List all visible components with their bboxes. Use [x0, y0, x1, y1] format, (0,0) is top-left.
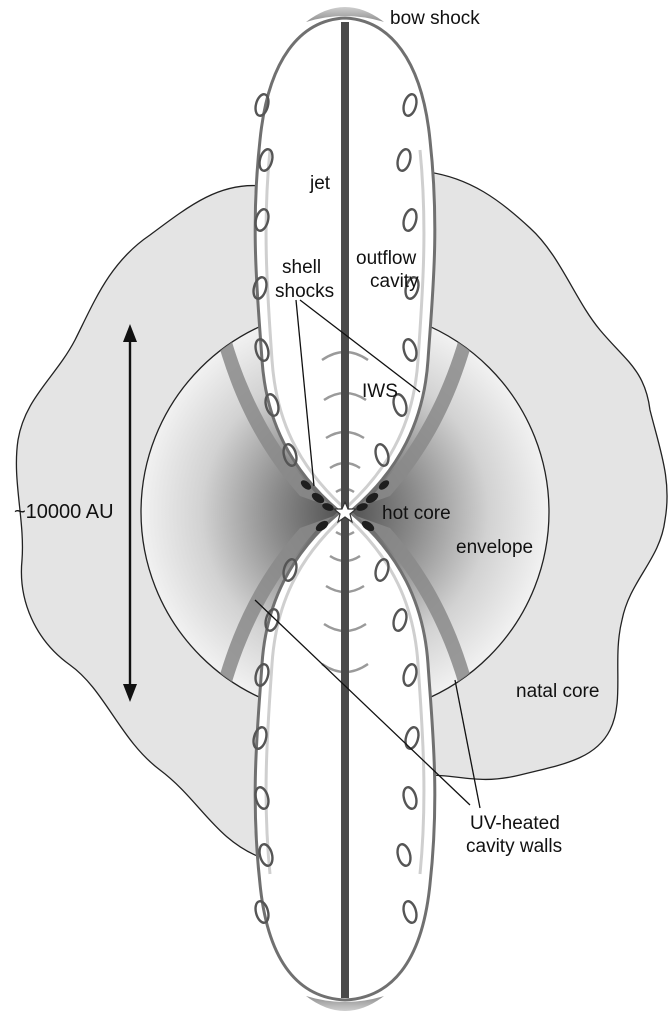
outflow-cavity-label-line1: outflow [356, 248, 416, 269]
outflow-cavity-label-line2: cavity [370, 271, 419, 292]
bow-shock-label: bow shock [390, 8, 480, 29]
shell-shocks-label-line2: shocks [275, 281, 334, 302]
hot-core-label: hot core [382, 503, 451, 524]
iws-label: IWS [362, 381, 398, 402]
envelope-label: envelope [456, 537, 533, 558]
uv-heated-label-line2: cavity walls [466, 836, 562, 857]
natal-core-label: natal core [516, 681, 599, 702]
size-scale-label: ~10000 AU [14, 501, 114, 523]
shell-shocks-label-line1: shell [282, 257, 321, 278]
jet-label: jet [309, 173, 331, 194]
uv-heated-label-line1: UV-heated [470, 813, 560, 834]
